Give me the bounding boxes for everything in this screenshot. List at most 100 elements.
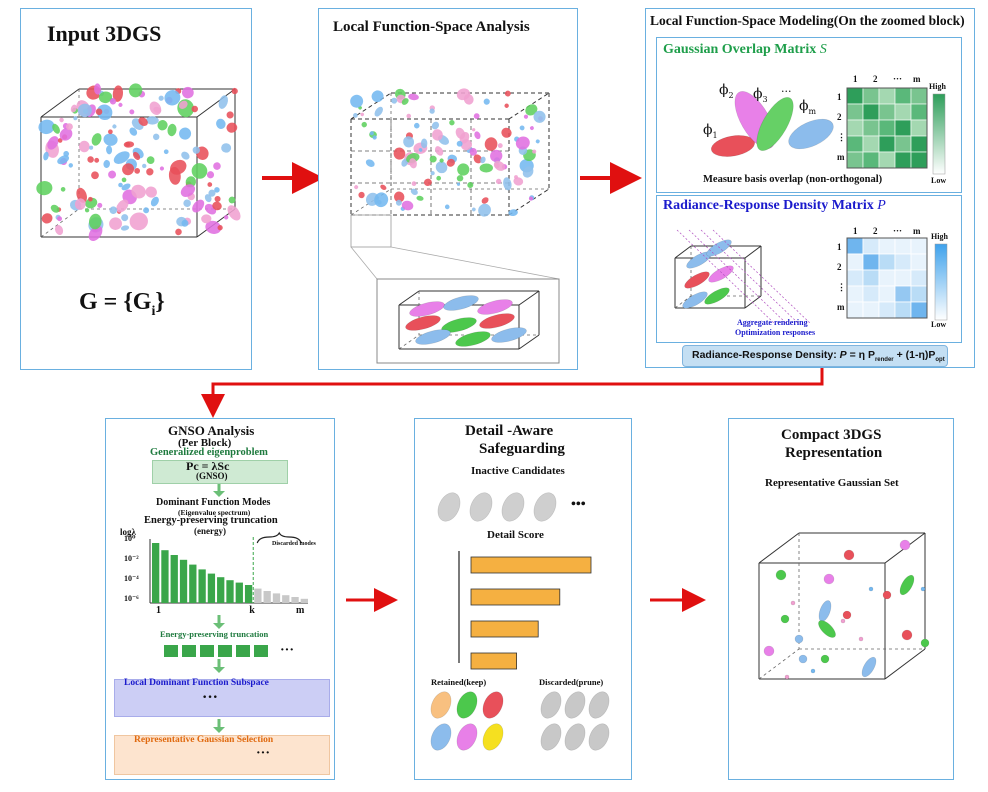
gaussian-splat xyxy=(57,216,63,222)
gaussian-splat xyxy=(374,192,389,208)
response-gaussian xyxy=(682,291,708,309)
gaussian-splat xyxy=(150,196,159,207)
gaussian-splat xyxy=(495,178,502,185)
response-cell xyxy=(846,269,864,287)
gaussian-splat xyxy=(226,111,234,119)
gaussian-splat xyxy=(371,90,384,103)
matrix-col-label: 2 xyxy=(873,74,878,84)
gaussian-splat xyxy=(395,199,402,206)
gaussian-splat xyxy=(122,163,135,176)
gaussian-splat xyxy=(228,196,236,204)
gaussian-splat xyxy=(129,109,135,115)
gaussian-splat xyxy=(456,175,464,182)
down-arrow-head xyxy=(213,727,225,733)
phi-3-gaussian xyxy=(756,97,794,151)
panel-title: Local Function-Space Modeling(On the zoo… xyxy=(650,13,965,28)
response-cell xyxy=(878,301,896,319)
y-tick-label: 10⁰ xyxy=(124,534,136,543)
gaussian-splat xyxy=(47,136,59,150)
overlap-cell xyxy=(862,119,880,137)
discarded-gaussian xyxy=(588,723,610,751)
spectrum-bar xyxy=(300,598,308,603)
gaussian-splat xyxy=(112,124,117,129)
response-gaussian xyxy=(684,271,710,289)
gaussian-splat xyxy=(523,114,529,119)
response-cell xyxy=(910,285,928,303)
gaussian-splat xyxy=(416,195,424,201)
score-bar xyxy=(470,620,539,638)
phi-1-label: ϕ1 xyxy=(703,122,718,140)
retained-label: Retained(keep) xyxy=(431,677,487,687)
gaussian-splat xyxy=(179,127,192,140)
gaussian-splat xyxy=(490,149,503,163)
selection-dots: ··· xyxy=(256,746,271,761)
gaussian-splat xyxy=(361,121,367,128)
gaussian-splat xyxy=(118,102,123,107)
gaussian-splat xyxy=(449,120,455,126)
overlap-matrix-border xyxy=(846,87,928,169)
gaussian-splat xyxy=(223,215,229,220)
gaussian-splat xyxy=(60,187,66,192)
representative-gaussian xyxy=(842,610,852,620)
phi-1-gaussian xyxy=(710,135,756,157)
colorbar xyxy=(932,93,946,175)
blocks-dots: ··· xyxy=(280,643,295,658)
gaussian-splat xyxy=(525,104,538,116)
gaussian-splat xyxy=(38,119,55,135)
gaussian-splat xyxy=(353,113,358,118)
gnso-analysis-panel: GNSO Analysis (Per Block) Generalized ei… xyxy=(105,418,335,780)
gaussian-splat xyxy=(459,132,470,144)
retained-gaussian xyxy=(430,723,452,751)
gaussian-splat xyxy=(522,166,534,178)
gaussian-splat xyxy=(463,94,474,105)
representative-gaussian xyxy=(843,549,855,561)
panel-title: Input 3DGS xyxy=(47,21,162,46)
overlap-title: Gaussian Overlap Matrix S xyxy=(663,42,827,57)
ray-line xyxy=(712,229,812,325)
function-space-modeling-panel: Local Function-Space Modeling(On the zoo… xyxy=(645,8,975,368)
matrix-row-label: m xyxy=(837,152,845,162)
matrix-col-label: m xyxy=(913,226,921,236)
gaussian-splat xyxy=(420,138,428,149)
gaussian-splat xyxy=(204,194,212,203)
phi-3-label: ϕ3 xyxy=(753,86,768,104)
subspace-title: Local Dominant Function Subspace xyxy=(124,678,269,688)
representative-gaussian xyxy=(775,569,787,581)
gnso-label: (GNSO) xyxy=(196,471,228,481)
gaussian-splat xyxy=(513,177,524,186)
energy-trunc-2: Energy-preserving truncation xyxy=(160,629,269,639)
gaussian-splat xyxy=(89,145,94,150)
response-cell xyxy=(862,253,880,271)
gaussian-splat xyxy=(429,108,435,114)
gaussian-splat xyxy=(216,118,226,129)
gaussian-splat xyxy=(158,95,164,101)
zoom-line xyxy=(350,246,378,280)
gaussian-splat xyxy=(68,163,73,168)
overlap-cell xyxy=(894,87,912,105)
gaussian-splat xyxy=(457,163,470,176)
safeguard-title-2: Safeguarding xyxy=(479,441,565,457)
y-tick-label: 10⁻⁴ xyxy=(124,574,139,583)
spectrum-bar xyxy=(263,591,271,603)
response-cell xyxy=(894,285,912,303)
retained-gaussian xyxy=(482,723,504,751)
score-bar xyxy=(470,652,517,670)
overlap-cell xyxy=(846,119,864,137)
overlap-caption: Measure basis overlap (non-orthogonal) xyxy=(703,174,883,185)
gaussian-splat xyxy=(178,100,188,109)
gaussian-splat xyxy=(479,163,493,173)
inactive-gaussian xyxy=(437,492,461,522)
gnso-subtitle: (Per Block) xyxy=(178,437,232,449)
discarded-label: Discarded modes xyxy=(272,541,316,547)
detail-score-label: Detail Score xyxy=(487,529,544,541)
gaussian-splat xyxy=(138,117,148,127)
gaussian-splat xyxy=(125,141,131,147)
safeguard-title-1: Detail -Aware xyxy=(465,423,554,439)
gaussian-splat xyxy=(528,196,534,201)
gaussian-splat xyxy=(430,171,435,176)
gaussian-splat xyxy=(129,212,148,231)
spectrum-bar xyxy=(217,577,225,603)
low-label: Low xyxy=(931,176,947,185)
gaussian-splat xyxy=(354,185,359,190)
zoomed-gaussian xyxy=(409,301,445,317)
